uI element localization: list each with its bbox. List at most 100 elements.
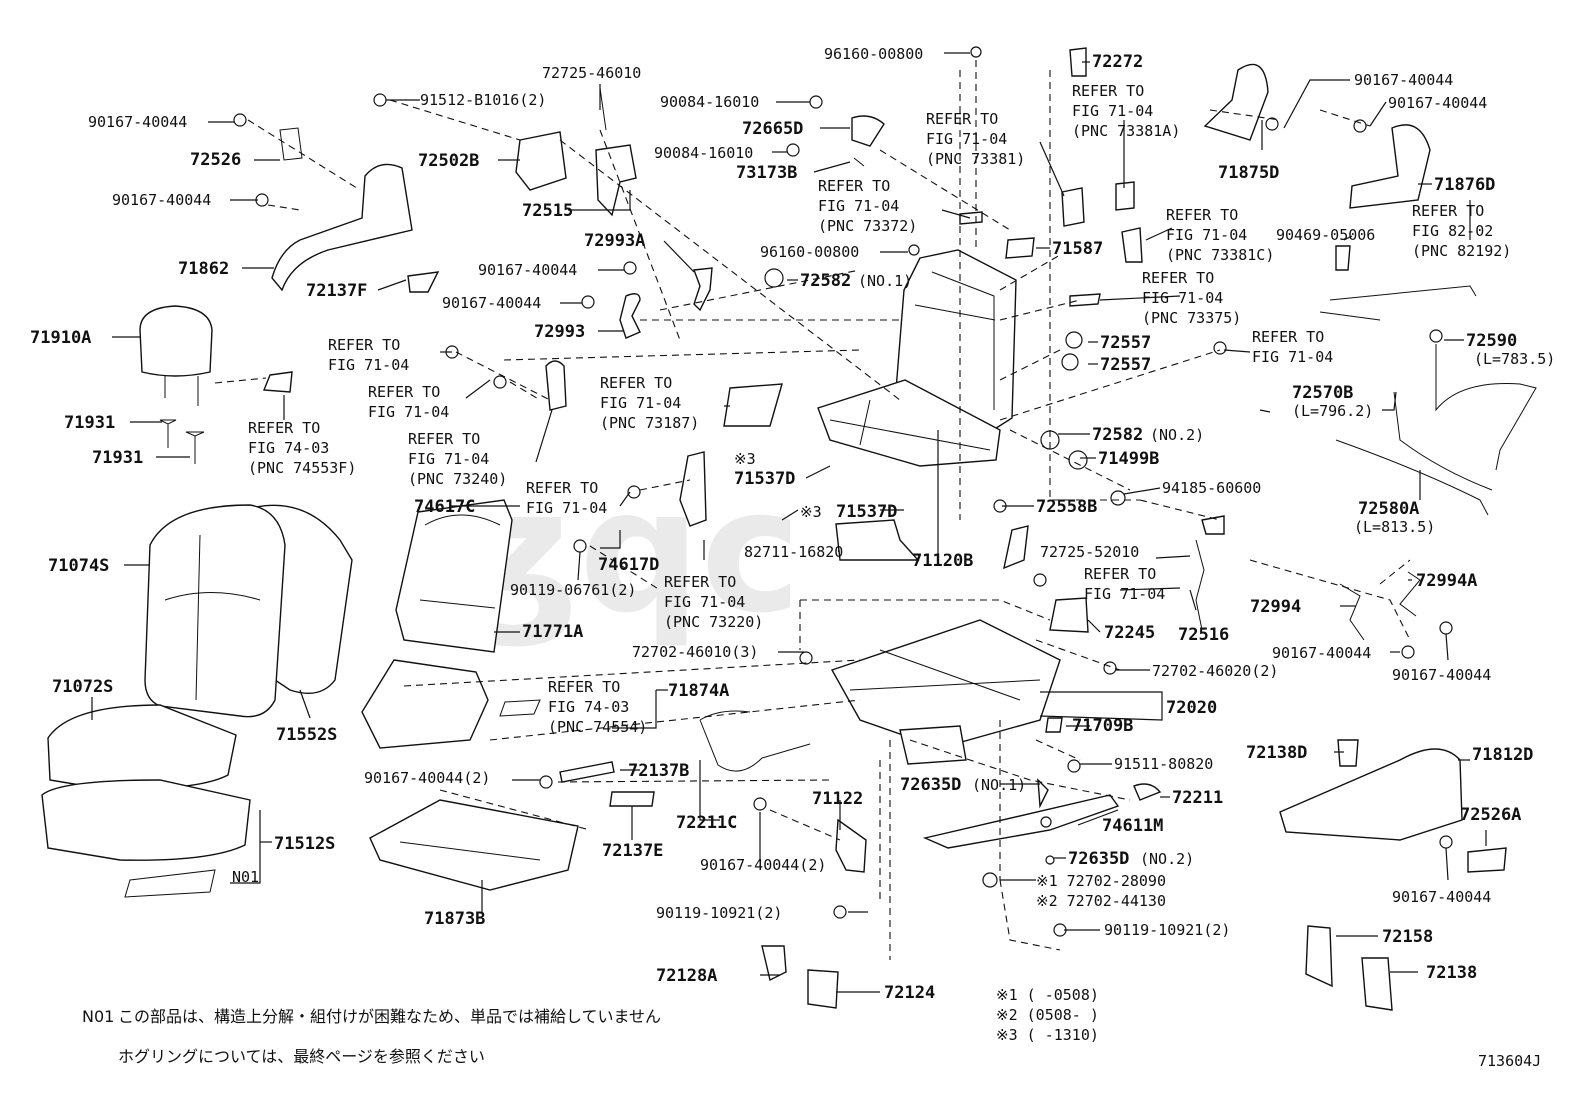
label-72582-no2-note: (NO.2) xyxy=(1150,426,1204,444)
label-72138D: 72138D xyxy=(1246,743,1307,763)
label-72582-no1: 72582 xyxy=(800,271,851,291)
label-90119-06761: 90119-06761(2) xyxy=(510,581,636,599)
back-board-drawing xyxy=(395,499,513,653)
label-94185-60600: 94185-60600 xyxy=(1162,479,1261,497)
label-90119-10921-right: 90119-10921(2) xyxy=(1104,921,1230,939)
label-72158: 72158 xyxy=(1382,927,1433,947)
recliner-parts-drawing xyxy=(515,87,885,217)
label-72665D: 72665D xyxy=(742,119,803,139)
label-72558B: 72558B xyxy=(1036,497,1097,517)
applicability-note-1: ※1 ( -0508) xyxy=(996,986,1099,1004)
label-72582-no1-note: (NO.1) xyxy=(858,272,912,290)
label-72211C: 72211C xyxy=(676,813,737,833)
ref-fig71-04-73381: REFER TO FIG 71-04 (PNC 73381) xyxy=(926,110,1025,168)
label-72580A: 72580A xyxy=(1358,499,1419,519)
label-72557-b: 72557 xyxy=(1100,355,1151,375)
label-72570B: 72570B xyxy=(1292,383,1353,403)
label-71537D-b: 71537D xyxy=(836,502,897,522)
label-72272: 72272 xyxy=(1092,52,1143,72)
label-90119-10921-left: 90119-10921(2) xyxy=(656,904,782,922)
seat-adjuster-drawing xyxy=(830,619,1061,765)
wire-72211C-drawing xyxy=(699,710,811,772)
note-n01-code: N01 xyxy=(82,1007,114,1026)
ref-fig71-04-d: REFER TO FIG 71-04 xyxy=(1252,328,1333,366)
seatback-cushion-drawing xyxy=(144,504,353,718)
label-71074S: 71074S xyxy=(48,556,109,576)
label-90167-40044-c: 90167-40044 xyxy=(478,261,577,279)
label-71537D-a: 71537D xyxy=(734,469,795,489)
label-90084-16010-b: 90084-16010 xyxy=(654,144,753,162)
label-72635D-no2-note: (NO.2) xyxy=(1140,850,1194,868)
ref-fig71-04-e: REFER TO FIG 71-04 xyxy=(1084,565,1165,603)
fasteners-drawing xyxy=(233,46,1453,937)
footer-notes: ※1 ( -0508) ※2 (0508- ) ※3 ( -1310) N01 … xyxy=(82,986,1541,1070)
label-72590-length: (L=783.5) xyxy=(1474,350,1555,368)
label-90167-40044-h: 90167-40044 xyxy=(1388,94,1487,112)
label-71771A: 71771A xyxy=(522,622,583,642)
label-72137E: 72137E xyxy=(602,841,663,861)
label-90167-40044-d: 90167-40044 xyxy=(442,294,541,312)
label-72502B: 72502B xyxy=(418,151,479,171)
label-90167-40044-g: 90167-40044 xyxy=(1354,71,1453,89)
label-72526: 72526 xyxy=(190,150,241,170)
label-72994: 72994 xyxy=(1250,597,1301,617)
label-72702-44130: ※2 72702-44130 xyxy=(1036,892,1166,910)
label-71499B: 71499B xyxy=(1098,449,1159,469)
label-90167-40044-b: 90167-40044 xyxy=(112,191,211,209)
label-74617C: 74617C xyxy=(414,497,475,517)
label-72020: 72020 xyxy=(1166,698,1217,718)
headrest-drawing xyxy=(139,305,213,464)
label-71122: 71122 xyxy=(812,789,863,809)
strap-74611M-drawing xyxy=(922,794,1120,849)
label-71812D: 71812D xyxy=(1472,745,1533,765)
label-72515: 72515 xyxy=(522,201,573,221)
label-72635D-no2: 72635D xyxy=(1068,849,1129,869)
ref-fig71-04-c: REFER TO FIG 71-04 xyxy=(526,479,607,517)
label-90084-16010-a: 90084-16010 xyxy=(660,93,759,111)
applicability-note-2: ※2 (0508- ) xyxy=(996,1006,1099,1024)
label-90167-40044-i: 90167-40044 xyxy=(1272,644,1371,662)
small-brackets-drawing xyxy=(559,761,655,807)
label-72994A: 72994A xyxy=(1416,571,1477,591)
label-91511-80820: 91511-80820 xyxy=(1114,755,1213,773)
label-71874A: 71874A xyxy=(668,681,729,701)
levers-right-drawing xyxy=(1045,515,1421,733)
ref-fig71-04-73381A: REFER TO FIG 71-04 (PNC 73381A) xyxy=(1072,82,1180,140)
ref-fig74-03-74553F: REFER TO FIG 74-03 (PNC 74553F) xyxy=(248,419,356,477)
label-72124: 72124 xyxy=(884,983,935,1003)
lower-frame-drawing xyxy=(361,659,541,749)
cover-72128A-drawing xyxy=(761,945,787,982)
label-N01: N01 xyxy=(232,868,259,886)
label-90167-40044-k: 90167-40044 xyxy=(1392,888,1491,906)
ref-fig71-04-73372: REFER TO FIG 71-04 (PNC 73372) xyxy=(818,177,917,235)
hook-levers-drawing xyxy=(619,267,713,339)
label-72580A-length: (L=813.5) xyxy=(1354,518,1435,536)
label-71910A: 71910A xyxy=(30,328,91,348)
label-72702-46010: 72702-46010(3) xyxy=(632,643,758,661)
ref-fig71-04-73220: REFER TO FIG 71-04 (PNC 73220) xyxy=(664,573,763,631)
bracket-71122-drawing xyxy=(835,818,867,873)
right-covers-drawing xyxy=(1203,63,1507,1011)
ref-fig71-04-a: REFER TO FIG 71-04 xyxy=(328,336,409,374)
label-90167-40044-j: 90167-40044 xyxy=(1392,666,1491,684)
mark-note3-b: ※3 xyxy=(800,503,822,521)
label-72138: 72138 xyxy=(1426,963,1477,983)
reference-notes: REFER TO FIG 74-03 (PNC 74553F) REFER TO… xyxy=(248,82,1511,736)
ref-fig71-04-b: REFER TO FIG 71-04 xyxy=(368,383,449,421)
label-71876D: 71876D xyxy=(1434,175,1495,195)
label-90167-40044-a: 90167-40044 xyxy=(88,113,187,131)
label-71072S: 71072S xyxy=(52,677,113,697)
label-90469-05006: 90469-05006 xyxy=(1276,226,1375,244)
label-71709B: 71709B xyxy=(1072,716,1133,736)
label-72245: 72245 xyxy=(1104,623,1155,643)
label-71931-upper: 71931 xyxy=(64,413,115,433)
ref-fig71-04-73187: REFER TO FIG 71-04 (PNC 73187) xyxy=(600,374,699,432)
seat-cushion-drawing xyxy=(41,704,251,898)
seat-pan-drawing xyxy=(369,799,579,891)
label-71512S: 71512S xyxy=(274,834,335,854)
label-90167-40044-f: 90167-40044(2) xyxy=(700,856,826,874)
label-71931-lower: 71931 xyxy=(92,448,143,468)
ref-fig71-04-73240: REFER TO FIG 71-04 (PNC 73240) xyxy=(408,430,507,488)
label-72128A: 72128A xyxy=(656,966,717,986)
